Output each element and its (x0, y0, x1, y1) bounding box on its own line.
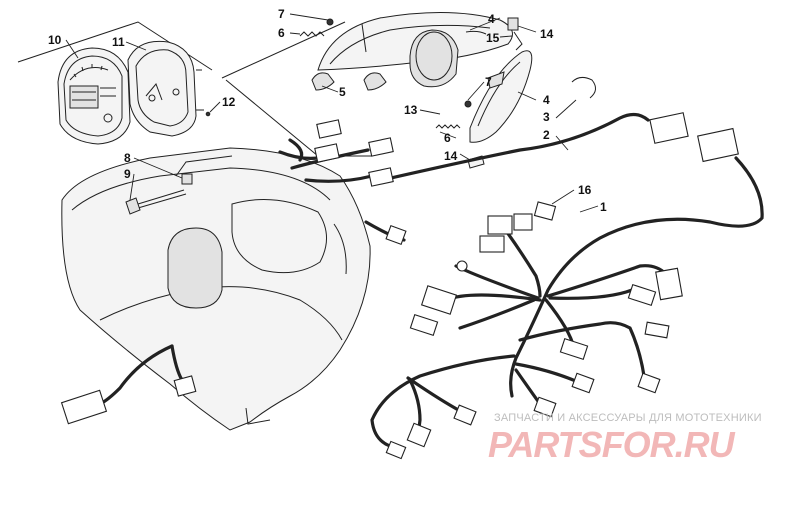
callout-3: 3 (543, 110, 550, 124)
bolt-and-nut (125, 173, 193, 215)
callout-12: 12 (222, 95, 236, 109)
callout-13: 13 (404, 103, 418, 117)
callout-14-upper: 14 (540, 27, 554, 41)
callout-1: 1 (600, 200, 607, 214)
callout-4-lower: 4 (543, 93, 550, 107)
callout-2: 2 (543, 128, 550, 142)
callout-16: 16 (578, 183, 592, 197)
callout-7-upper: 7 (278, 7, 285, 21)
front-fairing (61, 147, 371, 431)
lower-bezel (469, 50, 533, 143)
callout-5: 5 (339, 85, 346, 99)
callout-10: 10 (48, 33, 62, 47)
connectors (60, 112, 739, 460)
instrument-gauge (57, 47, 131, 145)
callout-14-lower: 14 (444, 149, 458, 163)
callout-11: 11 (112, 35, 125, 49)
wire-harness (98, 112, 764, 448)
callout-15: 15 (486, 31, 500, 45)
upper-cover (317, 12, 513, 88)
callout-7-lower: 7 (485, 75, 492, 89)
callout-numbers: 1 2 3 4 4 5 6 6 7 7 8 9 10 11 12 13 14 1… (48, 7, 607, 214)
callout-9: 9 (124, 167, 131, 181)
watermark-caption: ЗАПЧАСТИ И АКСЕССУАРЫ ДЛЯ МОТОТЕХНИКИ (494, 412, 762, 424)
callout-6-lower: 6 (444, 131, 451, 145)
leader-lines (65, 13, 599, 213)
gauge-housing (127, 40, 211, 137)
watermark-logo: PARTSFOR.RU (488, 424, 735, 465)
callout-4-upper: 4 (488, 12, 495, 26)
callout-6-upper: 6 (278, 26, 285, 40)
callout-8: 8 (124, 151, 131, 165)
